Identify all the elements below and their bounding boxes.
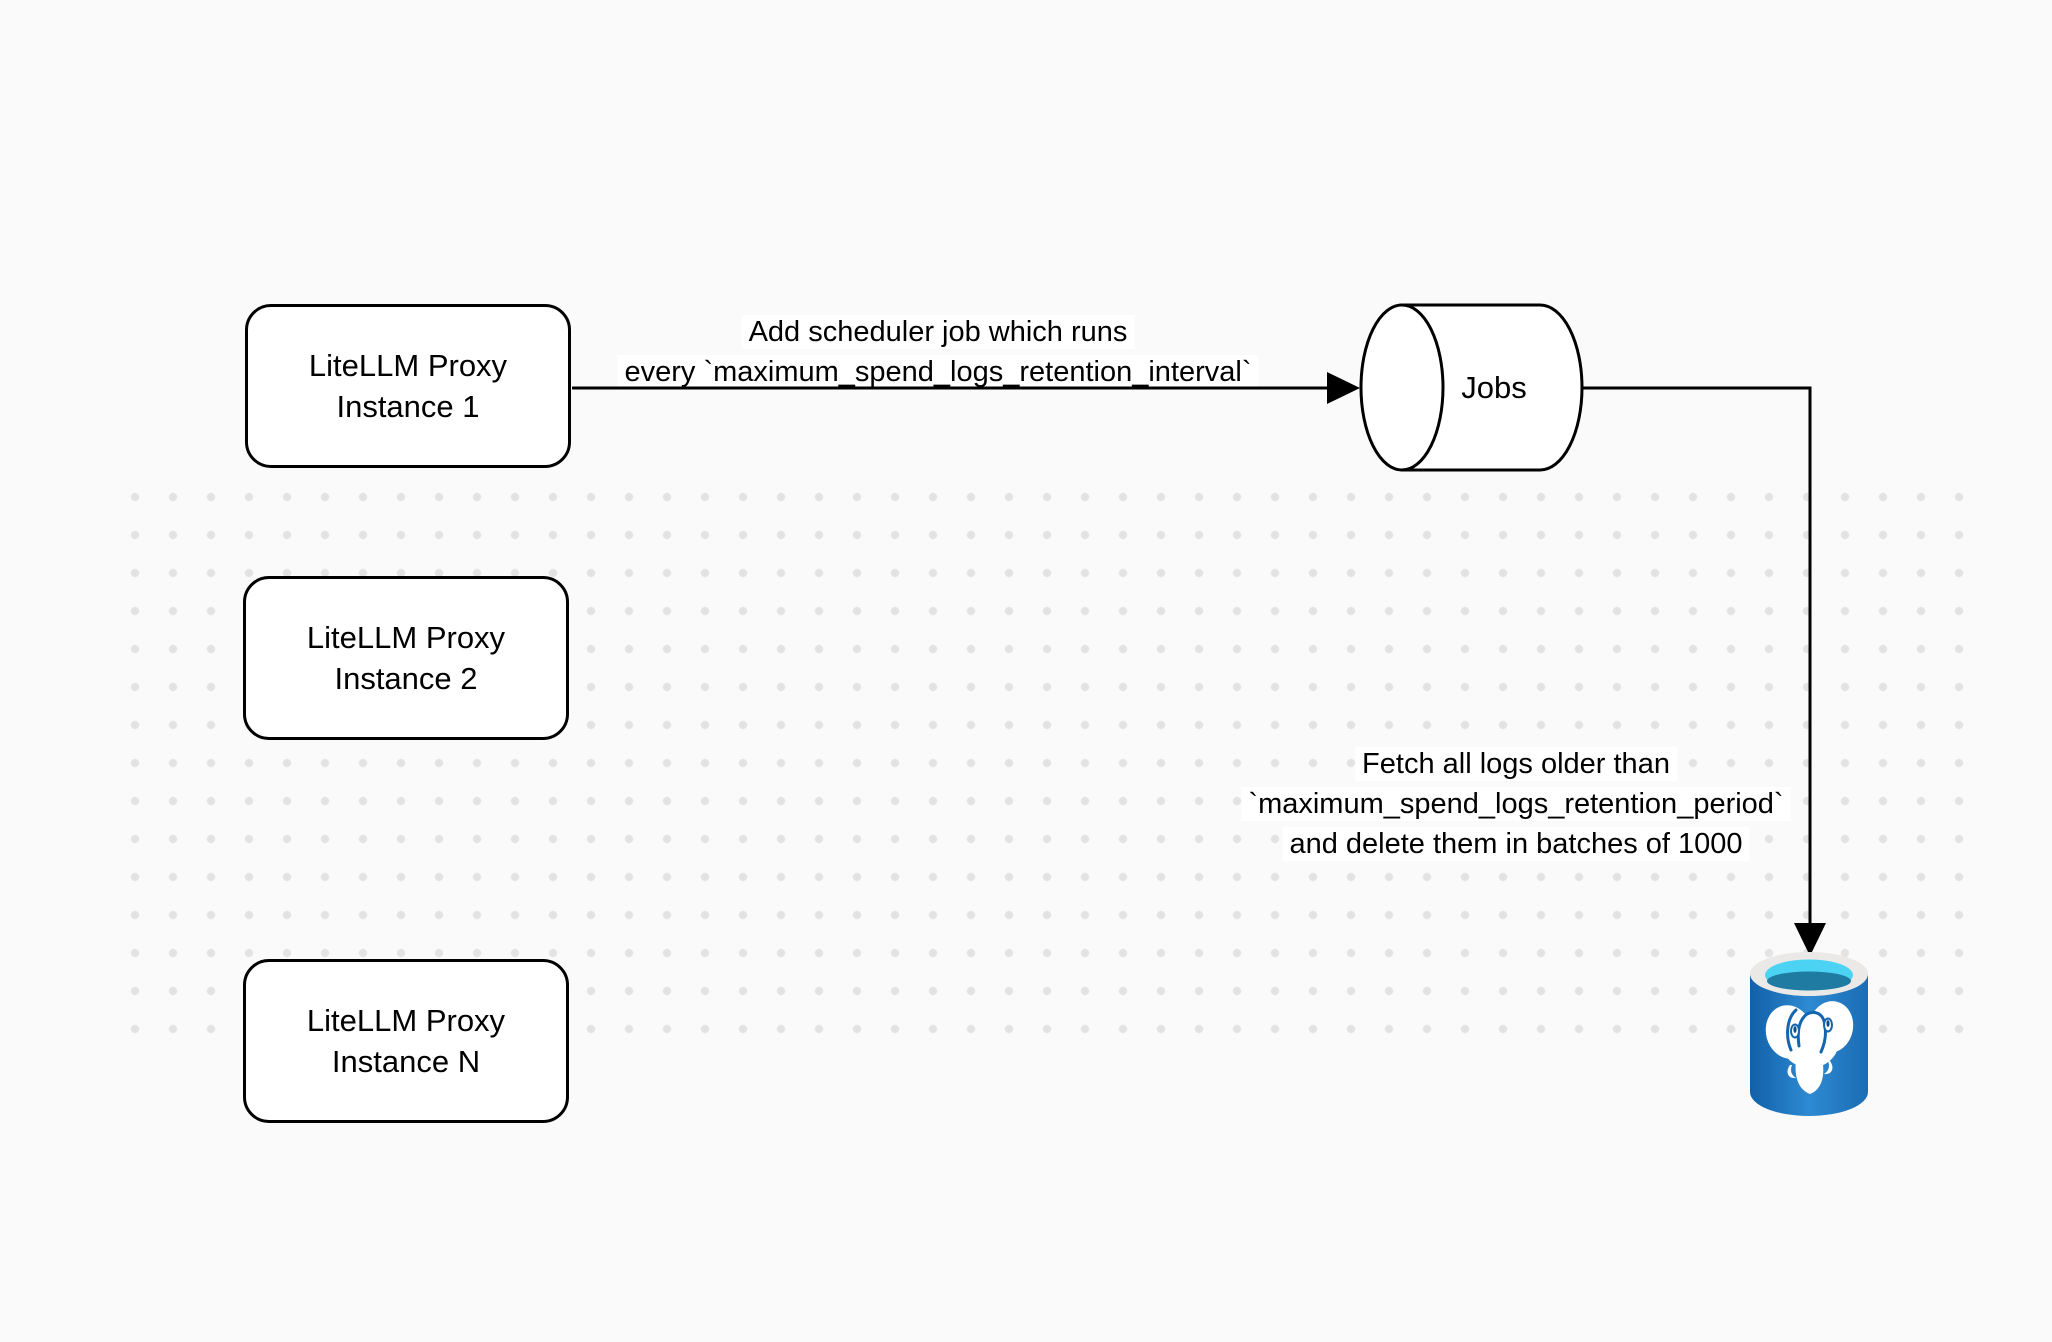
node-label-line: Instance 1 [336,389,480,424]
node-label-line: Instance 2 [334,661,478,696]
edge-label-line: `maximum_spend_logs_retention_period` [1241,787,1791,821]
elephant-eyes [1790,1017,1833,1039]
arrow-proxy-to-jobs [572,372,1360,404]
arrow-jobs-to-database [1582,386,1826,956]
node-litellm-proxy-instance-2: LiteLLM Proxy Instance 2 [243,576,569,740]
arrowhead-right-icon [1327,372,1360,404]
postgresql-database-icon [1750,952,1868,1116]
jobs-node-label: Jobs [1461,370,1527,405]
arrowhead-down-icon [1794,923,1826,956]
edge-label-add-scheduler-job: Add scheduler job which runs every `maxi… [617,312,1259,392]
edge-label-line: and delete them in batches of 1000 [1282,827,1750,861]
edge-label-line: every `maximum_spend_logs_retention_inte… [617,355,1259,389]
edge-label-fetch-delete-logs: Fetch all logs older than `maximum_spend… [1241,744,1791,864]
node-label-line: LiteLLM Proxy [308,348,508,383]
edge-label-line: Fetch all logs older than [1355,747,1677,781]
node-litellm-proxy-instance-1: LiteLLM Proxy Instance 1 [245,304,571,468]
jobs-queue-cylinder [1359,303,1584,472]
node-litellm-proxy-instance-n: LiteLLM Proxy Instance N [243,959,569,1123]
edge-label-line: Add scheduler job which runs [741,315,1135,349]
postgresql-elephant-icon [1765,1001,1854,1094]
node-label-line: LiteLLM Proxy [306,620,506,655]
node-label-line: LiteLLM Proxy [306,1003,506,1038]
node-label-line: Instance N [331,1044,481,1079]
